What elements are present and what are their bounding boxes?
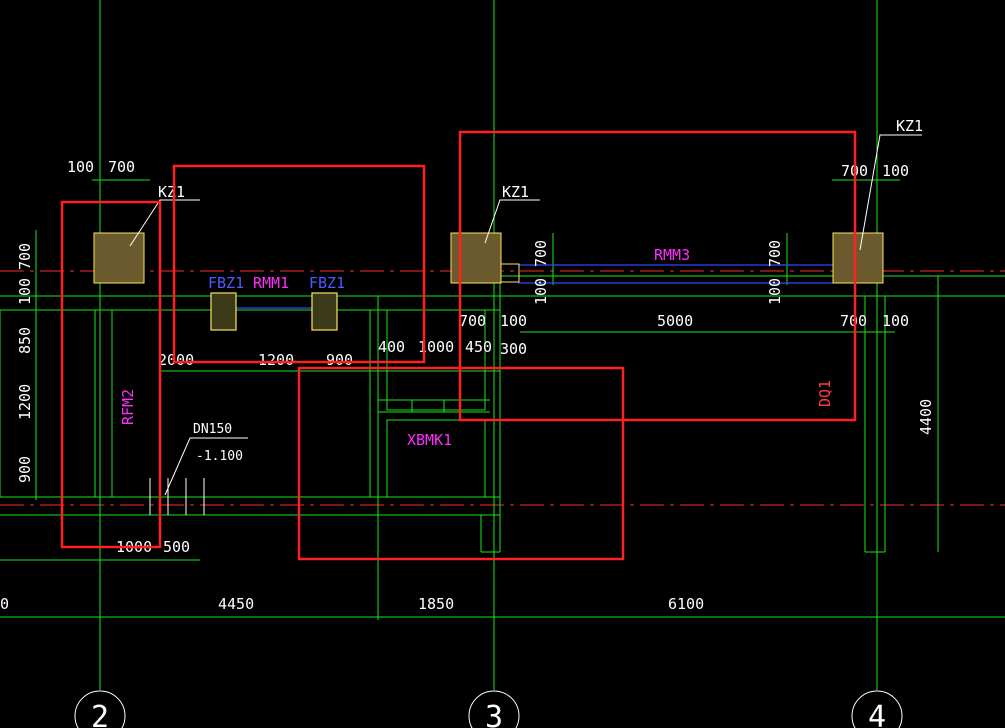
dim-text: 900 [326,351,353,369]
dim-text: 100 [766,278,784,305]
dim-text: 700 [108,158,135,176]
leader-kz1 [129,199,200,247]
dim-text: 850 [16,327,34,354]
dim-text: 400 [378,338,405,356]
column-kz1 [832,232,884,284]
label-kz1: KZ1 [896,117,923,135]
room-outline [386,309,486,411]
highlight-box [458,130,857,422]
axis-label-2: 2 [91,700,109,728]
label-kz1: KZ1 [502,183,529,201]
room-outline [386,419,486,498]
highlight-box [297,366,625,561]
leader-kz1 [484,199,540,244]
column-attachment [500,263,520,283]
dim-text: 100 [532,278,550,305]
dim-text: 100 [16,278,34,305]
label-kz1: KZ1 [158,183,185,201]
dim-text: 700 [16,243,34,270]
pipe-elevation: -1.100 [196,449,243,464]
label-rmm3: RMM3 [654,246,690,264]
dim-text: 300 [500,340,527,358]
dim-text: 6100 [668,595,704,613]
dim-text: 900 [16,456,34,483]
highlight-box [172,164,426,364]
dim-text: 700 [459,312,486,330]
dim-text: 1000 [418,338,454,356]
axis-label-3: 3 [485,700,503,728]
column-kz1 [450,232,502,284]
room-outline [111,309,371,498]
axis-label-4: 4 [868,700,886,728]
dim-text: 100 [882,162,909,180]
dim-text: 1200 [16,384,34,420]
dim-text: 700 [840,312,867,330]
dim-text: 4450 [218,595,254,613]
label-xbmk1: XBMK1 [407,431,452,449]
dim-text: 100 [500,312,527,330]
highlight-box [60,200,162,549]
wall-column-fbz1 [210,292,237,331]
dim-text: 2000 [158,351,194,369]
room-outline [0,309,96,498]
dim-text: 5000 [657,312,693,330]
leader-pipe [164,437,248,496]
dim-text: 1200 [258,351,294,369]
dim-text: 700 [766,240,784,267]
pipe-label: DN150 [193,422,232,437]
column-kz1 [93,232,145,284]
wall-column-fbz1 [311,292,338,331]
dim-text: 700 [532,240,550,267]
dim-text: 100 [882,312,909,330]
dim-text: 100 [67,158,94,176]
axis-bubble-4 [851,690,903,728]
label-fbz1: FBZ1 [208,274,244,292]
label-dq1: DQ1 [816,380,834,407]
label-rmm1: RMM1 [253,274,289,292]
label-fbz1: FBZ1 [309,274,345,292]
dim-text: 4400 [917,399,935,435]
dim-text: 1850 [418,595,454,613]
axis-bubble-3 [468,690,520,728]
leader-kz1 [859,134,922,251]
axis-bubble-2 [74,690,126,728]
dim-text: 500 [163,538,190,556]
dim-text: 450 [465,338,492,356]
label-rfm2: RFM2 [119,389,137,425]
dim-text: 0 [0,595,9,613]
